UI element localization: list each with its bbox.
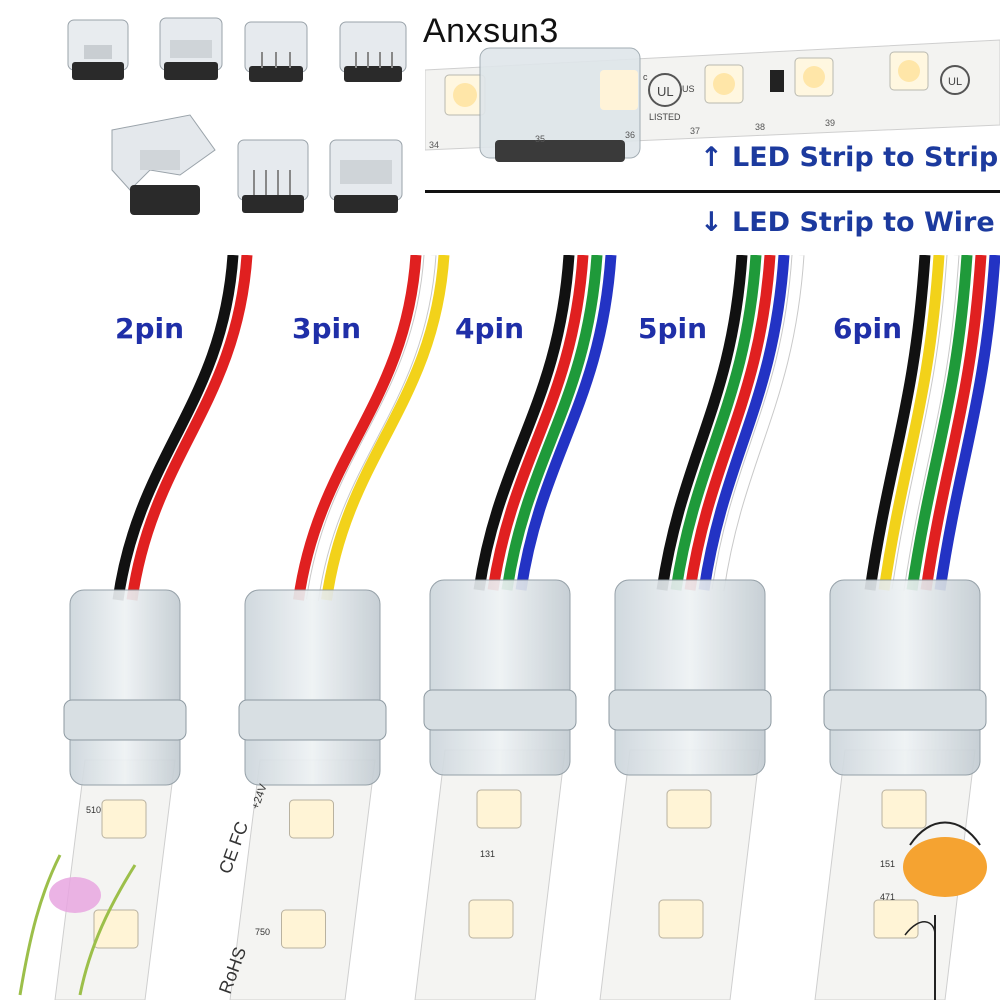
wire <box>112 255 239 601</box>
wire <box>473 255 575 591</box>
led-chip <box>881 789 927 829</box>
svg-text:39: 39 <box>825 118 835 128</box>
connector-body <box>244 589 381 786</box>
connector-clip <box>63 699 187 741</box>
led-strips <box>54 749 976 1000</box>
led-chip <box>468 899 514 939</box>
led-chip <box>889 51 929 91</box>
led-chip <box>476 789 522 829</box>
led-chip <box>444 74 486 116</box>
wire <box>321 255 450 601</box>
ul-logo: UL <box>940 65 970 95</box>
connector-clip <box>423 689 577 731</box>
connector-thumbnails <box>0 0 430 250</box>
wire <box>307 255 436 601</box>
connector-thumb-2 <box>159 17 223 80</box>
svg-text:UL: UL <box>948 76 962 88</box>
connector-body <box>614 579 766 776</box>
strip-to-strip-photo: UL LISTED c US UL 34 35 36 37 38 39 <box>425 30 1000 185</box>
wire <box>934 255 1000 591</box>
wire-bundles <box>112 255 1000 601</box>
led-chip <box>289 799 334 839</box>
pin-label-2pin: 2pin <box>115 312 185 345</box>
wire <box>712 255 804 591</box>
brand-watermark-text: Anxsun3 <box>423 12 559 50</box>
svg-text:US: US <box>682 84 695 94</box>
ruler-numbers: 34 35 36 37 38 39 <box>429 118 835 150</box>
connector-thumb-5 <box>111 114 216 215</box>
clear-connector <box>479 47 641 162</box>
led-chip <box>658 899 704 939</box>
svg-text:471: 471 <box>880 892 895 902</box>
led-chip <box>101 799 147 839</box>
wire <box>293 255 422 601</box>
ul-listed-text: LISTED <box>649 112 681 122</box>
wire <box>656 255 748 591</box>
connector-thumb-6 <box>237 139 309 213</box>
connector-clip <box>608 689 772 731</box>
wire <box>670 255 762 591</box>
svg-text:34: 34 <box>429 140 439 150</box>
wire <box>684 255 776 591</box>
connector-clip <box>823 689 987 731</box>
svg-text:510: 510 <box>86 805 101 815</box>
label-strip-to-strip: ↑ LED Strip to Strip <box>700 142 999 173</box>
connector-thumb-1 <box>67 19 129 80</box>
svg-text:37: 37 <box>690 126 700 136</box>
wire <box>864 255 931 591</box>
svg-text:36: 36 <box>625 130 635 140</box>
connector-clip <box>238 699 387 741</box>
decorative-flower-right <box>903 821 987 1000</box>
connector-thumb-7 <box>329 139 403 213</box>
connector-body <box>69 589 181 786</box>
wire <box>878 255 945 591</box>
led-chip <box>281 909 326 949</box>
wire <box>698 255 790 591</box>
decorative-flower-left <box>18 854 137 996</box>
svg-text:151: 151 <box>880 859 895 869</box>
svg-text:c: c <box>643 72 648 82</box>
pin-label-5pin: 5pin <box>638 312 708 345</box>
wire <box>126 255 253 601</box>
led-chip <box>704 64 744 104</box>
led-chip <box>666 789 712 829</box>
led-chip <box>873 899 919 939</box>
divider-line <box>425 190 1000 193</box>
pin-label-4pin: 4pin <box>455 312 525 345</box>
wire <box>501 255 603 591</box>
pin-label-3pin: 3pin <box>292 312 362 345</box>
led-chip <box>794 57 834 97</box>
wire <box>920 255 987 591</box>
wire <box>515 255 617 591</box>
svg-text:UL: UL <box>657 84 674 99</box>
label-strip-to-wire: ↓ LED Strip to Wire <box>700 207 995 238</box>
svg-text:38: 38 <box>755 122 765 132</box>
svg-text:35: 35 <box>535 134 545 144</box>
connector-thumb-4 <box>339 21 407 82</box>
wire <box>892 255 959 591</box>
wire <box>906 255 973 591</box>
pin-label-6pin: 6pin <box>833 312 903 345</box>
wire <box>487 255 589 591</box>
connector-body <box>429 579 571 776</box>
svg-text:750: 750 <box>255 927 270 937</box>
connector-bodies <box>63 579 987 786</box>
svg-text:131: 131 <box>480 849 495 859</box>
connector-thumb-3 <box>244 21 308 82</box>
connector-body <box>829 579 981 776</box>
ul-logo: UL LISTED c US <box>643 72 695 122</box>
connector-wire-photo: +24V CE FC RoHS 510 750 131 151 471 <box>0 255 1000 1000</box>
